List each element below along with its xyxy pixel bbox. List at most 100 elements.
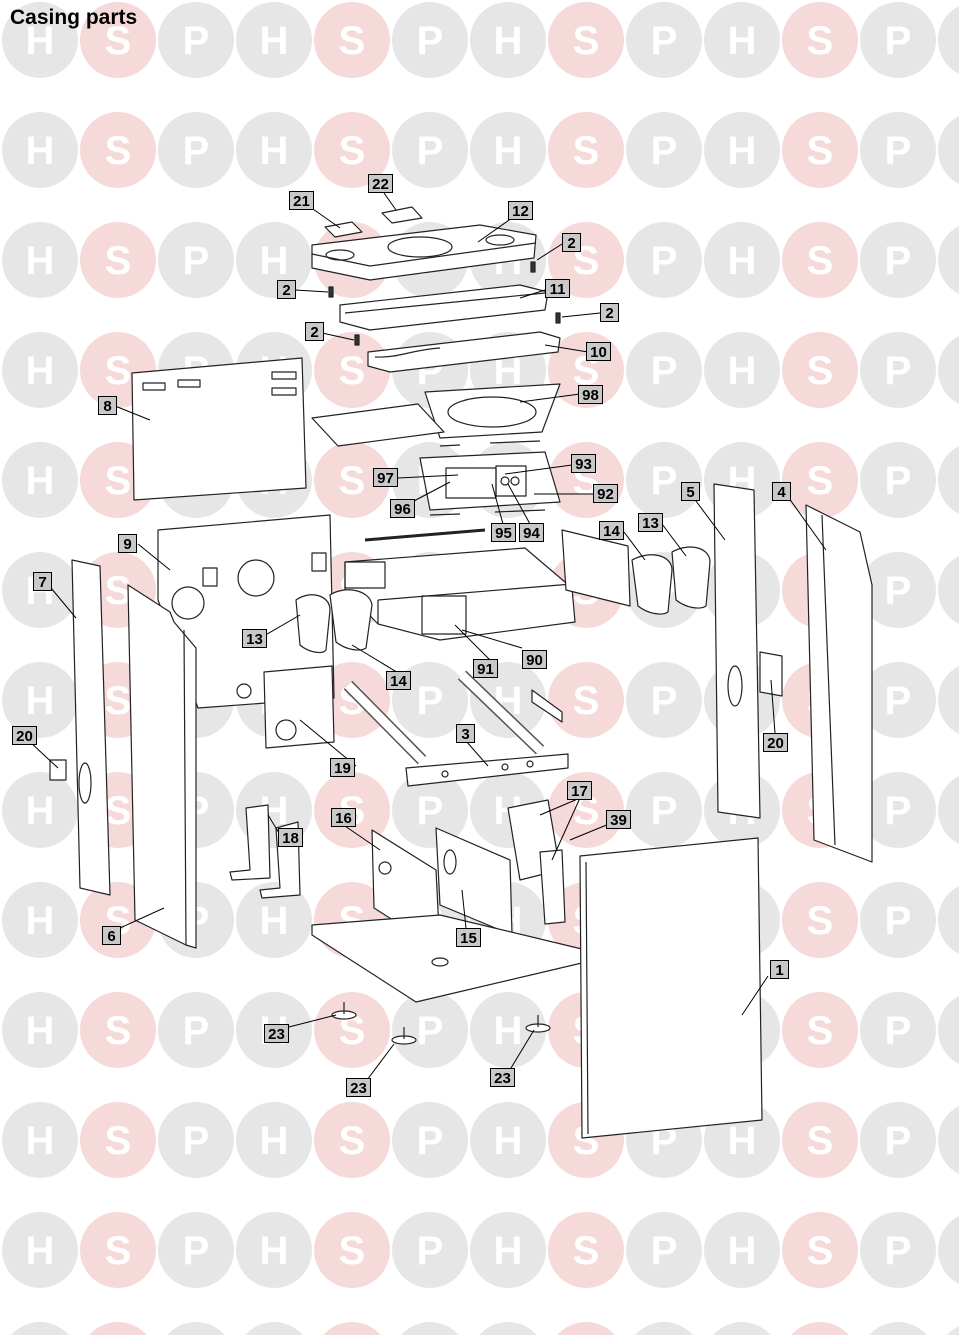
watermark-circle xyxy=(947,1326,959,1335)
watermark-circle xyxy=(392,772,468,848)
watermark-circle xyxy=(158,1212,234,1288)
watermark-circle xyxy=(782,2,858,78)
watermark-circle xyxy=(401,1322,459,1335)
part-label-90: 90 xyxy=(522,650,547,669)
watermark-letter: H xyxy=(260,1229,289,1273)
watermark-circle xyxy=(2,112,78,188)
part-label-23a: 23 xyxy=(264,1024,289,1043)
part-label-98: 98 xyxy=(578,385,603,404)
watermark-circle xyxy=(704,1212,780,1288)
watermark-circle xyxy=(626,662,702,738)
watermark-circle xyxy=(314,2,390,78)
watermark-circle xyxy=(392,112,468,188)
part-label-94: 94 xyxy=(519,523,544,542)
watermark-circle xyxy=(782,222,858,298)
rear-panel-8 xyxy=(131,357,307,501)
part-label-15: 15 xyxy=(456,928,481,947)
watermark-letter: S xyxy=(105,1229,132,1273)
watermark-circle xyxy=(626,112,702,188)
watermark-circle xyxy=(782,992,858,1068)
watermark-circle xyxy=(860,1102,936,1178)
watermark-circle xyxy=(860,222,936,298)
watermark-letter: H xyxy=(26,459,55,503)
watermark-letter: H xyxy=(26,349,55,393)
panel-98 xyxy=(424,383,561,439)
watermark-circle xyxy=(860,772,936,848)
panel-19 xyxy=(263,665,335,749)
watermark-letter: S xyxy=(105,1119,132,1163)
watermark-circle xyxy=(2,992,78,1068)
watermark-circle xyxy=(860,332,936,408)
watermark-circle xyxy=(782,442,858,518)
control-panel-92 xyxy=(419,440,561,516)
watermark-circle xyxy=(713,1322,771,1335)
watermark-circle xyxy=(470,1102,546,1178)
watermark-circle xyxy=(704,332,780,408)
watermark-circle xyxy=(548,112,624,188)
part-label-92: 92 xyxy=(593,484,618,503)
part-label-2a: 2 xyxy=(562,233,581,252)
watermark-circle xyxy=(158,112,234,188)
watermark-letter: P xyxy=(183,1119,210,1163)
watermark-circle xyxy=(938,666,959,734)
back-panel-9 xyxy=(157,514,335,709)
watermark-circle xyxy=(860,992,936,1068)
watermark-letter: H xyxy=(494,129,523,173)
watermark-circle xyxy=(236,1212,312,1288)
base-plate xyxy=(311,914,587,1003)
side-panel-7 xyxy=(71,559,111,896)
watermark-circle xyxy=(392,662,468,738)
watermark-circle xyxy=(782,882,858,958)
watermark-letter: H xyxy=(494,1119,523,1163)
watermark-circle xyxy=(860,662,936,738)
watermark-circle xyxy=(392,1212,468,1288)
part-label-5: 5 xyxy=(681,482,700,501)
watermark-letter: H xyxy=(26,1009,55,1053)
plate-20-left xyxy=(49,759,67,781)
plate-22 xyxy=(381,206,423,224)
part-label-91: 91 xyxy=(473,659,498,678)
chassis-90 xyxy=(344,547,576,641)
watermark-circle xyxy=(245,1322,303,1335)
watermark-letter: H xyxy=(26,239,55,283)
watermark-circle xyxy=(860,552,936,628)
watermark-circle xyxy=(470,662,546,738)
watermark-letter: P xyxy=(885,1009,912,1053)
watermark-letter: H xyxy=(260,899,289,943)
part-label-14b: 14 xyxy=(386,671,411,690)
watermark-circle xyxy=(704,2,780,78)
part-label-19: 19 xyxy=(330,758,355,777)
watermark-letter: P xyxy=(417,1229,444,1273)
watermark-letter: H xyxy=(728,349,757,393)
watermark-circle xyxy=(470,2,546,78)
watermark-letter: H xyxy=(26,679,55,723)
part-label-13b: 13 xyxy=(242,629,267,648)
leader-lines xyxy=(29,192,827,1081)
watermark-circle xyxy=(158,1102,234,1178)
watermark-letter: S xyxy=(339,349,366,393)
watermark-circle xyxy=(80,222,156,298)
part-label-21: 21 xyxy=(289,191,314,210)
part-label-14a: 14 xyxy=(599,521,624,540)
watermark-letter: H xyxy=(26,129,55,173)
part-label-3: 3 xyxy=(456,724,475,743)
watermark-letter: S xyxy=(807,899,834,943)
watermark-letter: S xyxy=(105,239,132,283)
front-door-1 xyxy=(579,837,763,1139)
part-label-20a: 20 xyxy=(12,726,37,745)
watermark-letter: H xyxy=(494,1229,523,1273)
watermark-letter: H xyxy=(728,239,757,283)
watermark-circle xyxy=(80,2,156,78)
tube-right-inner xyxy=(458,671,544,754)
watermark-circle xyxy=(938,446,959,514)
part-label-11: 11 xyxy=(545,279,570,298)
watermark-letter: H xyxy=(728,129,757,173)
front-panel-6 xyxy=(127,584,197,949)
part-label-10: 10 xyxy=(586,342,611,361)
watermark-letter: P xyxy=(885,789,912,833)
watermark-circle xyxy=(2,332,78,408)
watermark-letter: P xyxy=(417,129,444,173)
watermark-circle xyxy=(314,1102,390,1178)
watermark-circle xyxy=(938,1216,959,1284)
watermark-circle xyxy=(626,222,702,298)
